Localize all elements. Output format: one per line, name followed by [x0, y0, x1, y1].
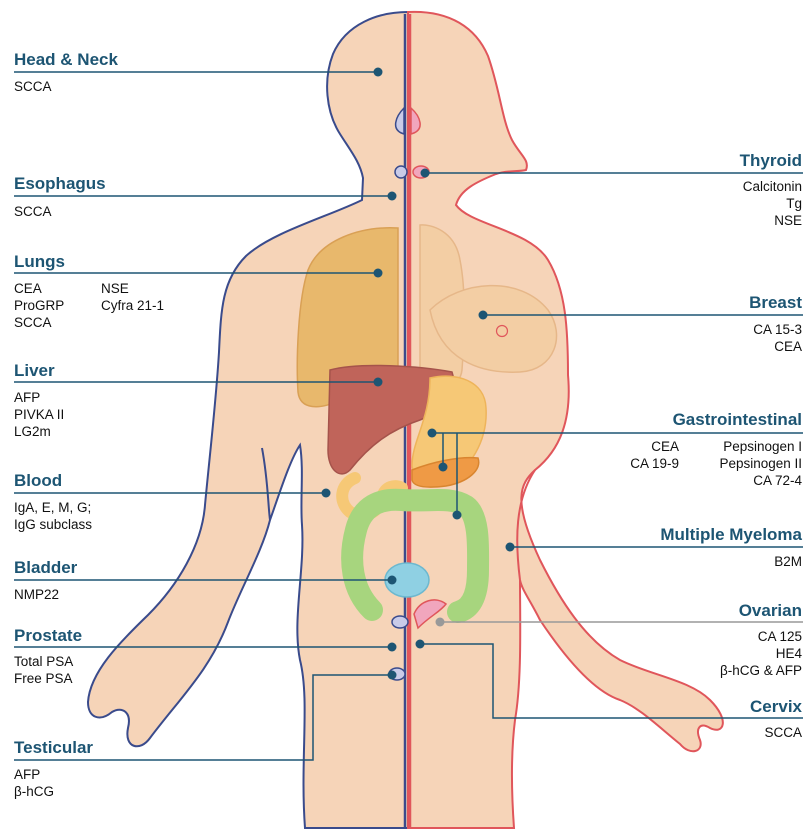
label-multiple-myeloma: Multiple Myeloma	[660, 525, 802, 545]
label-cervix: Cervix	[750, 697, 802, 717]
marker-liver-3: LG2m	[14, 423, 51, 440]
marker-testicular-1: AFP	[14, 766, 40, 783]
marker-breast-2: CEA	[774, 338, 802, 355]
marker-esophagus-1: SCCA	[14, 203, 52, 220]
marker-ovarian-2: HE4	[776, 645, 802, 662]
label-prostate: Prostate	[14, 626, 82, 646]
prostate-organ	[392, 616, 408, 628]
marker-prostate-2: Free PSA	[14, 670, 73, 687]
marker-myeloma-1: B2M	[774, 553, 802, 570]
label-head-neck: Head & Neck	[14, 50, 118, 70]
label-thyroid: Thyroid	[740, 151, 802, 171]
label-lungs: Lungs	[14, 252, 65, 272]
marker-breast-1: CA 15-3	[753, 321, 802, 338]
marker-testicular-2: β-hCG	[14, 783, 54, 800]
label-ovarian: Ovarian	[739, 601, 802, 621]
marker-ovarian-1: CA 125	[758, 628, 802, 645]
marker-liver-1: AFP	[14, 389, 40, 406]
label-esophagus: Esophagus	[14, 174, 106, 194]
marker-blood-1: IgA, E, M, G;	[14, 499, 91, 516]
marker-gi-1: CEA	[651, 438, 679, 455]
label-blood: Blood	[14, 471, 62, 491]
label-liver: Liver	[14, 361, 55, 381]
marker-lungs-3: SCCA	[14, 314, 52, 331]
marker-bladder-1: NMP22	[14, 586, 59, 603]
marker-gi-col2-2: Pepsinogen II	[719, 455, 802, 472]
label-testicular: Testicular	[14, 738, 93, 758]
marker-lungs-2: ProGRP	[14, 297, 64, 314]
label-bladder: Bladder	[14, 558, 77, 578]
marker-ovarian-3: β-hCG & AFP	[720, 662, 802, 679]
marker-lungs-col2-2: Cyfra 21-1	[101, 297, 164, 314]
marker-gi-col2-3: CA 72-4	[753, 472, 802, 489]
marker-thyroid-3: NSE	[774, 212, 802, 229]
marker-gi-2: CA 19-9	[630, 455, 679, 472]
ovarian-leader-dot	[436, 618, 445, 627]
marker-thyroid-2: Tg	[786, 195, 802, 212]
thyroid-organ-male	[395, 166, 407, 178]
marker-cervix-1: SCCA	[764, 724, 802, 741]
marker-blood-2: IgG subclass	[14, 516, 92, 533]
marker-lungs-1: CEA	[14, 280, 42, 297]
marker-head-neck-1: SCCA	[14, 78, 52, 95]
label-gastrointestinal: Gastrointestinal	[673, 410, 802, 430]
label-breast: Breast	[749, 293, 802, 313]
marker-prostate-1: Total PSA	[14, 653, 73, 670]
marker-thyroid-1: Calcitonin	[743, 178, 802, 195]
marker-gi-col2-1: Pepsinogen I	[723, 438, 802, 455]
marker-lungs-col2-1: NSE	[101, 280, 129, 297]
marker-liver-2: PIVKA II	[14, 406, 64, 423]
